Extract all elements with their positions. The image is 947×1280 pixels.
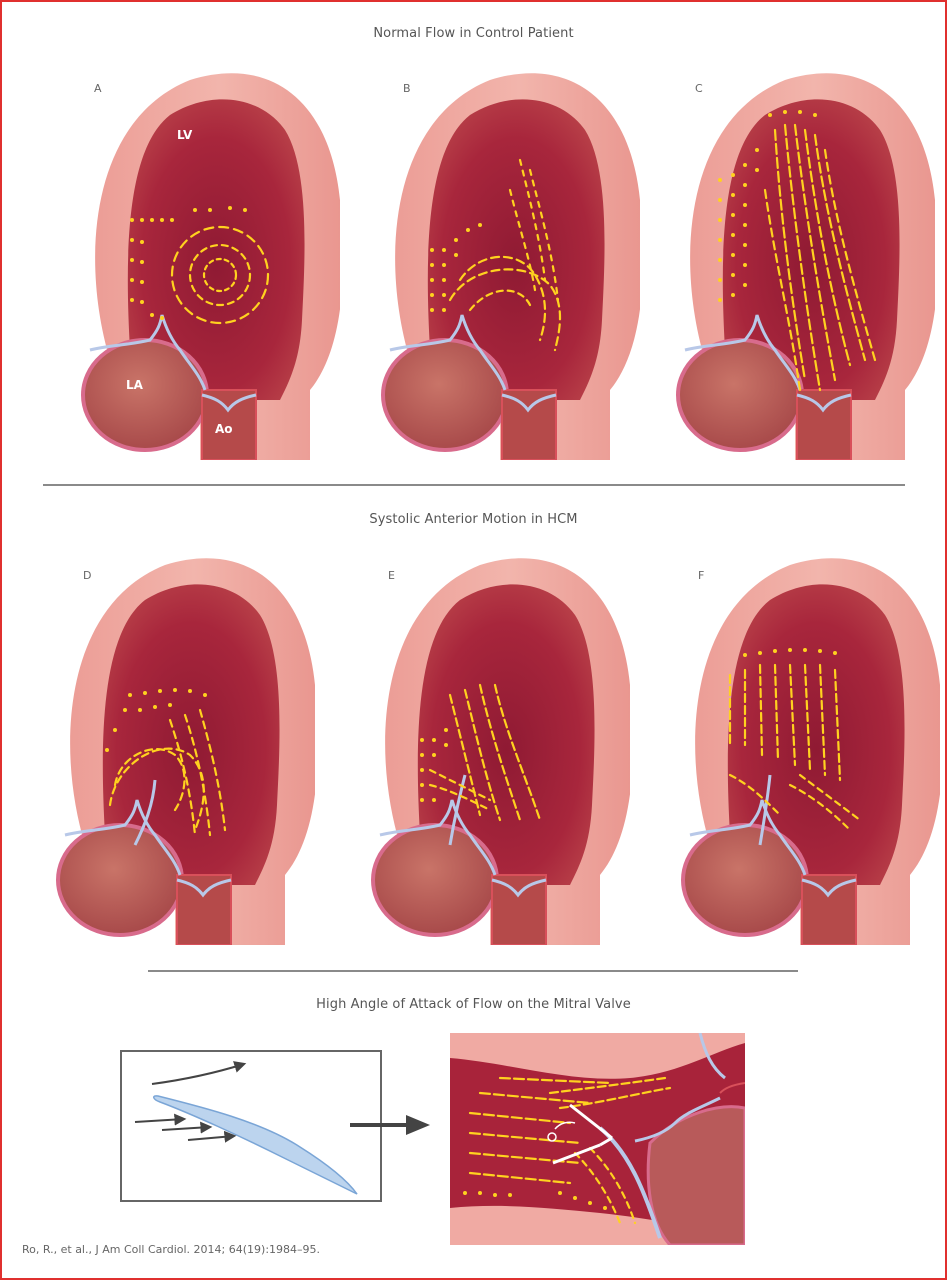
flow-vectors-b	[448, 158, 562, 352]
section-title-normal-flow: Normal Flow in Control Patient	[373, 26, 574, 41]
panel-b: B	[370, 60, 640, 460]
panel-label-c: C	[695, 82, 703, 95]
panel-e: E	[360, 545, 630, 945]
heart-illustration-b	[381, 71, 640, 460]
chamber-label-ao: Ao	[215, 422, 233, 436]
heart-illustration-d	[56, 556, 315, 945]
heart-illustration-e	[371, 556, 630, 945]
airfoil-schematic	[120, 1050, 382, 1202]
flow-arrow-over	[151, 1061, 247, 1085]
flow-vectors-closeup	[468, 1076, 672, 1225]
panel-label-f: F	[698, 569, 705, 582]
flow-vectors-f	[728, 663, 862, 832]
heart-illustration-f	[681, 556, 940, 945]
section-divider-2	[148, 970, 798, 972]
panel-d: D	[45, 545, 315, 945]
closeup-illustration	[450, 1033, 745, 1245]
chamber-label-lv: LV	[177, 128, 193, 142]
section-divider-1	[43, 484, 905, 486]
chamber-label-la: LA	[126, 378, 143, 392]
panel-c: C	[665, 60, 935, 460]
heart-illustration-c	[676, 71, 935, 460]
section-title-angle-of-attack: High Angle of Attack of Flow on the Mitr…	[316, 997, 631, 1012]
mitral-leaflet-airfoil	[153, 1095, 358, 1195]
heart-illustration-a	[81, 71, 340, 460]
panel-a: A LV LA Ao	[70, 60, 340, 460]
flow-arrow-1	[134, 1113, 187, 1126]
transition-arrow-icon	[350, 1115, 430, 1135]
panel-label-a: A	[94, 82, 102, 95]
flow-arrow-3	[187, 1130, 237, 1143]
panel-label-d: D	[83, 569, 92, 582]
panel-f: F	[670, 545, 940, 945]
section-title-sam-hcm: Systolic Anterior Motion in HCM	[369, 512, 578, 527]
panel-label-b: B	[403, 82, 411, 95]
citation: Ro, R., et al., J Am Coll Cardiol. 2014;…	[22, 1243, 321, 1256]
flow-vectors-vortex	[130, 206, 270, 325]
flow-vectors-d	[108, 708, 227, 837]
flow-vectors-e	[428, 683, 542, 822]
airfoil-diagram	[134, 1061, 358, 1195]
flow-arrow-2	[161, 1121, 213, 1134]
mitral-valve-closeup	[450, 1033, 745, 1245]
flow-vectors-c	[763, 123, 877, 392]
panel-label-e: E	[388, 569, 395, 582]
angle-of-attack-marker	[547, 1103, 613, 1165]
